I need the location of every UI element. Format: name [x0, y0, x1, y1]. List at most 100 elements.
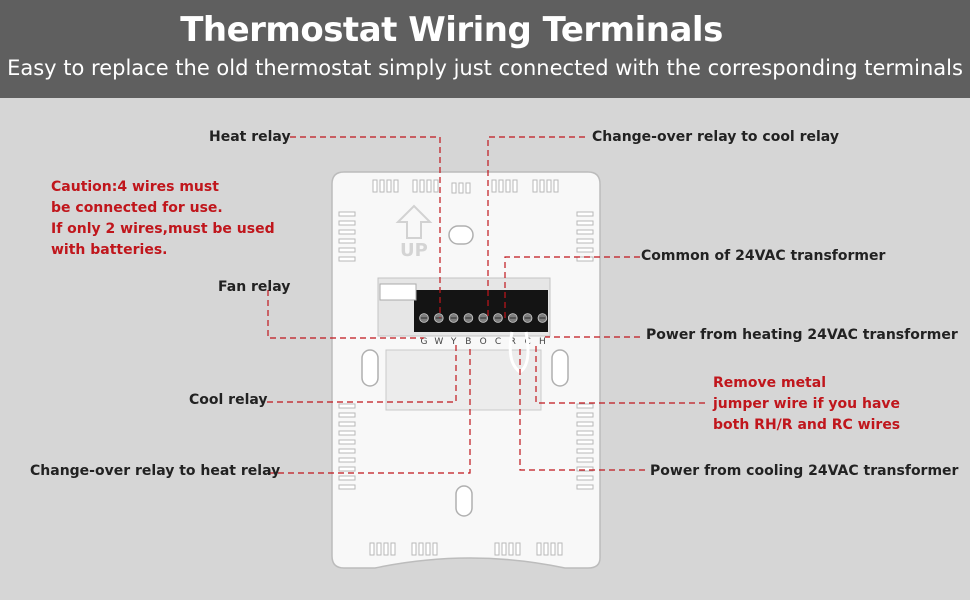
- bottom-vent-slot: [376, 542, 382, 556]
- side-vent-slot: [576, 448, 594, 454]
- top-vent-slot: [546, 179, 552, 193]
- terminal-letter: O: [480, 337, 487, 347]
- caution-line: If only 2 wires,must be used: [51, 221, 275, 237]
- bottom-vent-slot: [543, 542, 549, 556]
- side-vent-slot: [576, 421, 594, 427]
- terminal-letter: H: [539, 337, 546, 347]
- side-vent-slot: [576, 403, 594, 409]
- top-vent-slot: [451, 182, 457, 194]
- terminal-letter: C: [495, 337, 501, 347]
- header-banner: Thermostat Wiring Terminals Easy to repl…: [0, 0, 970, 98]
- plate-vent-slots: [338, 179, 594, 556]
- top-vent-slot: [426, 179, 432, 193]
- up-text: UP: [400, 240, 428, 261]
- side-vent-slot: [338, 247, 356, 253]
- terminal-screws: [419, 313, 548, 323]
- side-vent-slot: [576, 430, 594, 436]
- top-vent-slot: [419, 179, 425, 193]
- bottom-vent-slot: [515, 542, 521, 556]
- side-vent-slot: [576, 484, 594, 490]
- label-changeover-cool: Change-over relay to cool relay: [592, 129, 839, 145]
- bottom-vent-slot: [536, 542, 542, 556]
- bottom-vent-slot: [418, 542, 424, 556]
- label-changeover-heat: Change-over relay to heat relay: [30, 463, 281, 479]
- caution-line: with batteries.: [51, 242, 168, 258]
- bottom-vent-slot: [494, 542, 500, 556]
- page-subtitle: Easy to replace the old thermostat simpl…: [7, 56, 963, 80]
- terminal-letter: R: [510, 337, 516, 347]
- side-vent-slot: [576, 439, 594, 445]
- bottom-vent-slot: [390, 542, 396, 556]
- side-vent-slot: [576, 466, 594, 472]
- side-vent-slot: [338, 412, 356, 418]
- side-vent-slot: [338, 457, 356, 463]
- jumper-note: Remove metal jumper wire if you have bot…: [713, 373, 900, 436]
- caution-note: Caution:4 wires must be connected for us…: [51, 177, 275, 261]
- side-vent-slot: [338, 430, 356, 436]
- top-vent-slot: [386, 179, 392, 193]
- bottom-vent-slot: [432, 542, 438, 556]
- up-arrow-icon: [395, 204, 433, 239]
- bottom-vent-slot: [383, 542, 389, 556]
- jumper-note-line: both RH/R and RC wires: [713, 417, 901, 433]
- top-vent-slot: [532, 179, 538, 193]
- bottom-vent-slot: [425, 542, 431, 556]
- side-vent-slot: [338, 229, 356, 235]
- top-vent-slot: [539, 179, 545, 193]
- side-vent-slot: [576, 238, 594, 244]
- side-vent-slot: [338, 403, 356, 409]
- side-vent-slot: [338, 484, 356, 490]
- bottom-vent-slot: [501, 542, 507, 556]
- side-vent-slot: [576, 211, 594, 217]
- terminal-letter: Y: [450, 337, 457, 347]
- caution-line: be connected for use.: [51, 200, 223, 216]
- top-vent-slot: [498, 179, 504, 193]
- bottom-vent-slot: [369, 542, 375, 556]
- terminal-letter: W: [434, 337, 443, 347]
- label-power-cooling: Power from cooling 24VAC transformer: [650, 463, 959, 479]
- side-vent-slot: [338, 256, 356, 262]
- label-power-heating: Power from heating 24VAC transformer: [646, 327, 958, 343]
- top-vent-slot: [433, 179, 439, 193]
- top-vent-slot: [393, 179, 399, 193]
- top-vent-slot: [505, 179, 511, 193]
- leader-lines: [267, 136, 705, 474]
- side-vent-slot: [338, 421, 356, 427]
- bottom-vent-slot: [411, 542, 417, 556]
- side-vent-slot: [576, 220, 594, 226]
- side-vent-slot: [338, 220, 356, 226]
- label-heat-relay: Heat relay: [209, 129, 291, 145]
- bottom-vent-slot: [557, 542, 563, 556]
- side-vent-slot: [576, 229, 594, 235]
- terminal-block: [379, 283, 548, 332]
- side-vent-slot: [576, 412, 594, 418]
- side-vent-slot: [576, 457, 594, 463]
- terminal-letter: B: [465, 337, 471, 347]
- jumper-note-line: jumper wire if you have: [713, 396, 901, 412]
- top-vent-slot: [372, 179, 378, 193]
- bottom-vent-slot: [550, 542, 556, 556]
- top-vent-slot: [379, 179, 385, 193]
- top-vent-slot: [553, 179, 559, 193]
- caution-line: Caution:4 wires must: [51, 179, 219, 195]
- top-vent-slot: [491, 179, 497, 193]
- side-vent-slot: [338, 238, 356, 244]
- jumper-note-line: Remove metal: [713, 375, 826, 391]
- side-vent-slot: [338, 448, 356, 454]
- top-vent-slot: [458, 182, 464, 194]
- page-title: Thermostat Wiring Terminals: [180, 10, 723, 50]
- label-common-24vac: Common of 24VAC transformer: [641, 248, 886, 264]
- mounting-holes: [361, 225, 569, 517]
- side-vent-slot: [576, 247, 594, 253]
- side-vent-slot: [338, 439, 356, 445]
- terminal-letter: G: [421, 337, 428, 347]
- label-cool-relay: Cool relay: [189, 392, 268, 408]
- side-vent-slot: [338, 211, 356, 217]
- top-vent-slot: [465, 182, 471, 194]
- side-vent-slot: [576, 475, 594, 481]
- top-vent-slot: [512, 179, 518, 193]
- side-vent-slot: [338, 466, 356, 472]
- label-fan-relay: Fan relay: [218, 279, 291, 295]
- top-vent-slot: [412, 179, 418, 193]
